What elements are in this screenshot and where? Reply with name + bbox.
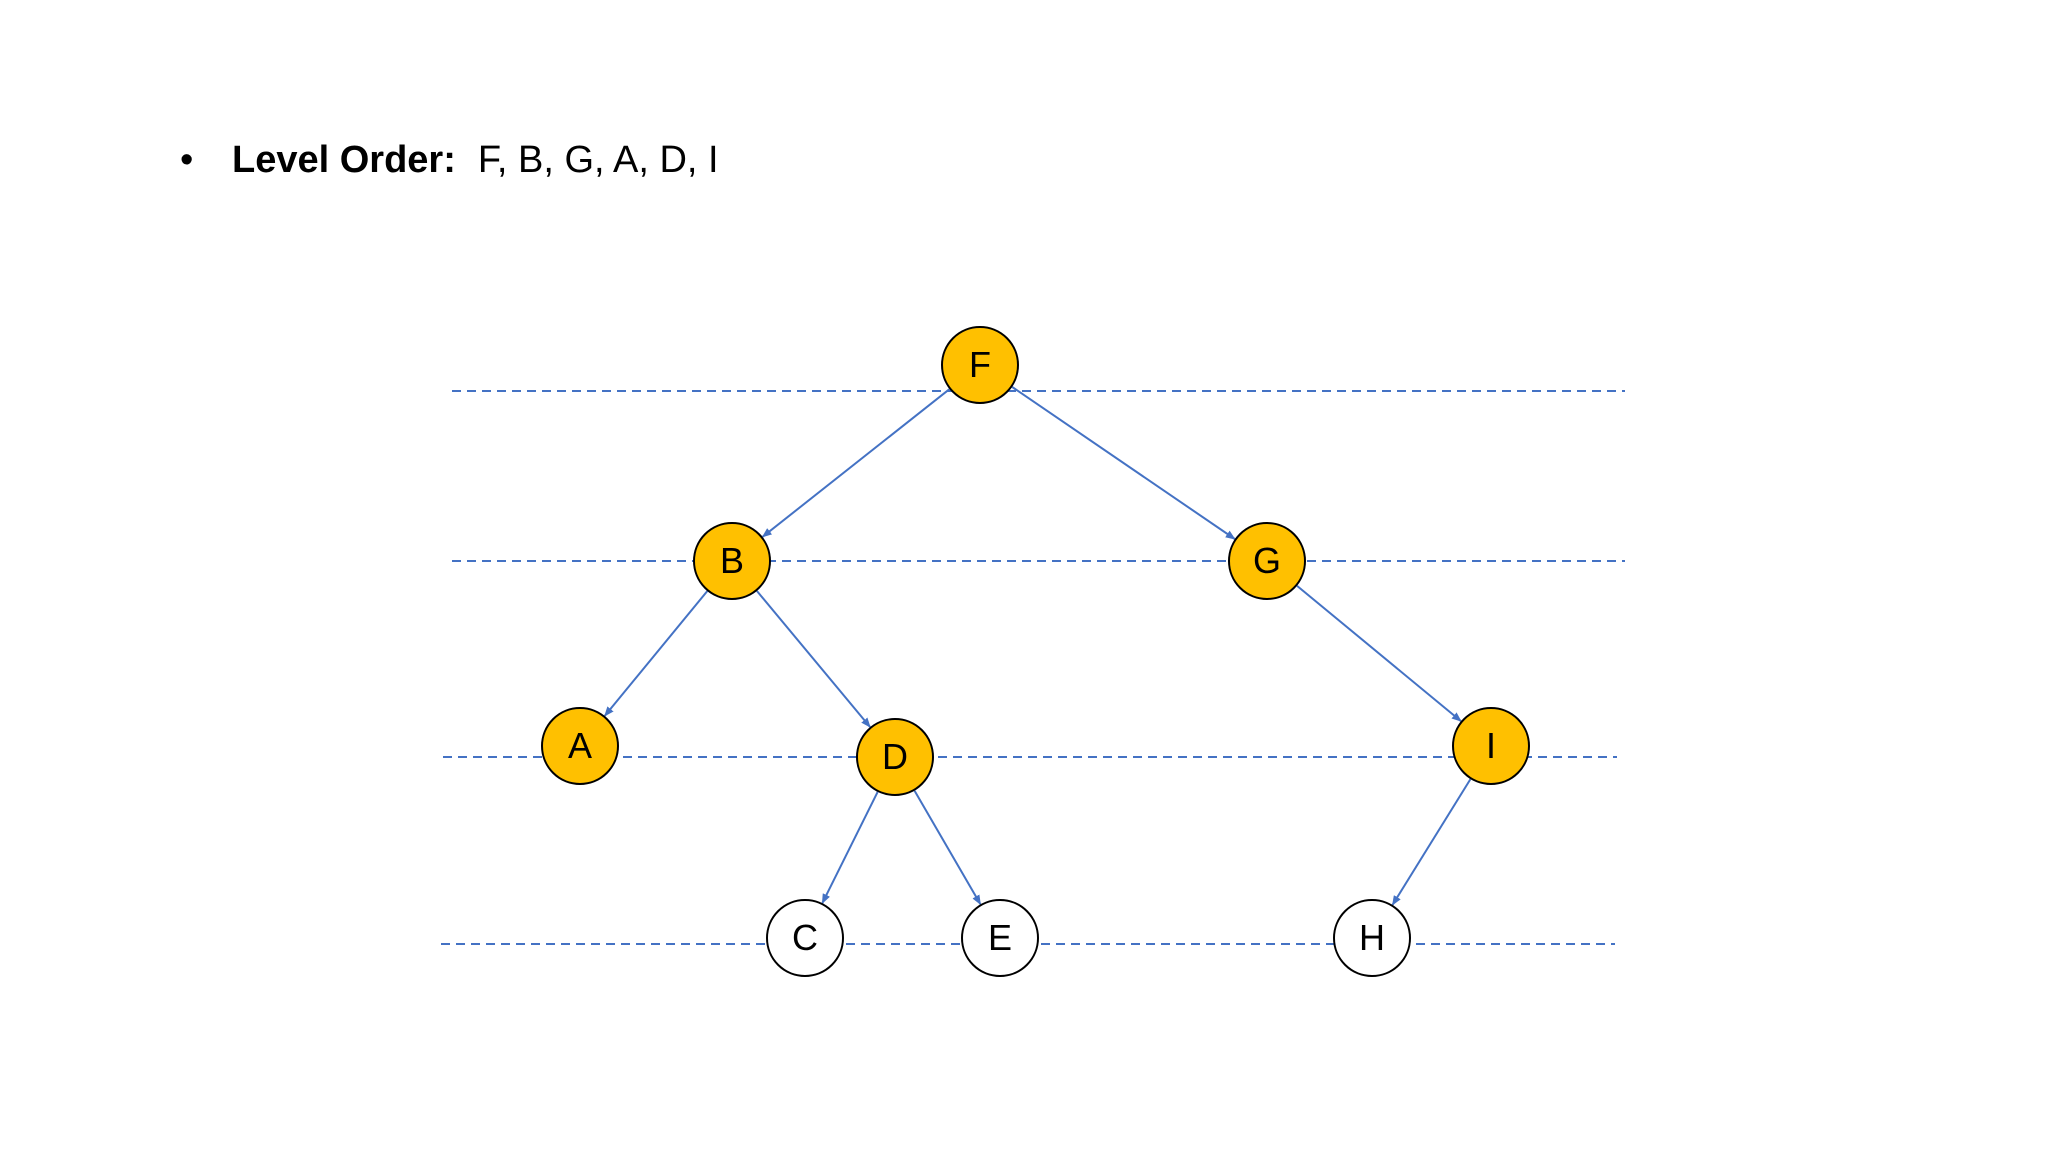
edge-G-I (1296, 585, 1462, 722)
edge-F-G (1011, 386, 1236, 540)
tree-node-b: B (693, 522, 771, 600)
node-circle-f (941, 326, 1019, 404)
node-label-g: G (1253, 540, 1281, 581)
node-circle-h (1333, 899, 1411, 977)
level-order-label: Level Order: (232, 139, 456, 181)
edge-I-H (1391, 778, 1472, 906)
edge-D-C (821, 791, 879, 904)
tree-edges (603, 386, 1472, 906)
node-label-f: F (969, 344, 991, 385)
node-circle-e (961, 899, 1039, 977)
node-label-i: I (1486, 725, 1496, 766)
edge-B-D (756, 590, 871, 728)
tree-node-h: H (1333, 899, 1411, 977)
node-circle-b (693, 522, 771, 600)
level-order-bullet-line: • Level Order: F, B, G, A, D, I (180, 132, 719, 188)
tree-nodes: F B G A D I C E H (541, 326, 1530, 977)
tree-node-g: G (1228, 522, 1306, 600)
edge-B-A (603, 590, 709, 717)
level-order-sequence: F, B, G, A, D, I (477, 139, 719, 181)
level-lines (441, 390, 1625, 945)
tree-node-e: E (961, 899, 1039, 977)
node-label-h: H (1359, 917, 1385, 958)
node-circle-a (541, 707, 619, 785)
node-circle-c (766, 899, 844, 977)
edge-D-E (913, 790, 982, 906)
node-label-a: A (568, 725, 592, 766)
node-label-b: B (720, 540, 744, 581)
tree-node-d: D (856, 718, 934, 796)
tree-node-f: F (941, 326, 1019, 404)
tree-node-i: I (1452, 707, 1530, 785)
tree-node-c: C (766, 899, 844, 977)
edge-F-B (761, 388, 951, 538)
node-circle-g (1228, 522, 1306, 600)
tree-node-a: A (541, 707, 619, 785)
bullet-icon: • (180, 139, 194, 181)
node-label-d: D (882, 736, 908, 777)
node-label-c: C (792, 917, 818, 958)
node-circle-i (1452, 707, 1530, 785)
node-label-e: E (988, 917, 1012, 958)
node-circle-d (856, 718, 934, 796)
